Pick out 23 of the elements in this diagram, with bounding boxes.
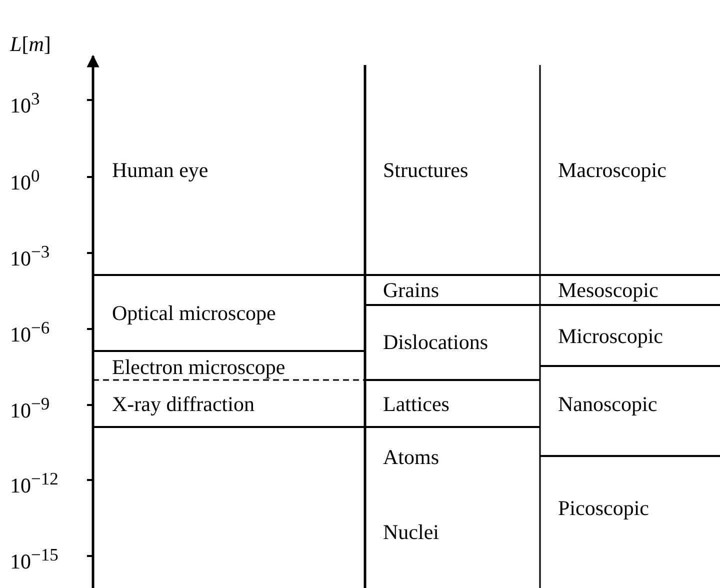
instrument-label: Optical microscope	[112, 301, 276, 325]
tick-label: 10$^{−12}$	[10, 468, 58, 498]
tick-label: 10$^{3}$	[10, 88, 40, 118]
structure-label: Grains	[383, 278, 439, 302]
structure-label: Structures	[383, 158, 468, 182]
structure-label: Nuclei	[383, 520, 439, 544]
scale-category-label: Mesoscopic	[558, 278, 658, 302]
structure-label: Atoms	[383, 445, 440, 469]
tick-label: 10$^{−15}$	[10, 544, 58, 574]
instrument-label: Electron microscope	[112, 355, 286, 379]
scale-category-label: Microscopic	[558, 324, 663, 348]
tick-label: 10$^{−3}$	[10, 240, 50, 270]
scale-category-label: Macroscopic	[558, 158, 666, 182]
tick-label: 10$^{−9}$	[10, 392, 50, 422]
structure-label: Dislocations	[383, 330, 488, 354]
instrument-label: X-ray diffraction	[112, 392, 254, 416]
scale-category-label: Picoscopic	[558, 496, 649, 520]
structure-label: Lattices	[383, 392, 450, 416]
tick-label: 10$^{−6}$	[10, 316, 50, 346]
scale-category-label: Nanoscopic	[558, 392, 658, 416]
tick-label: 10$^{0}$	[10, 164, 40, 194]
instrument-label: Human eye	[112, 158, 208, 182]
axis-title: L[m]	[10, 32, 51, 56]
